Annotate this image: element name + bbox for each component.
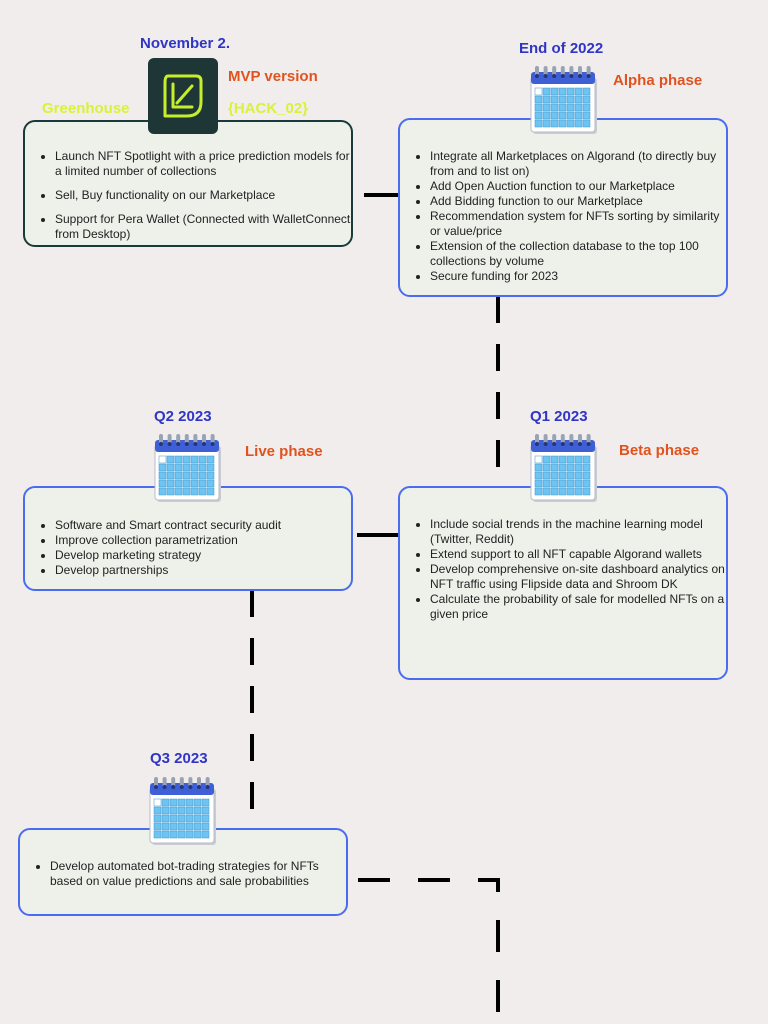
mvp-phase-label: MVP version: [228, 68, 318, 85]
greenhouse-leaf-logo-icon: [148, 58, 218, 134]
list-item: Develop marketing strategy: [55, 548, 351, 563]
q3-calendar-icon: [149, 777, 216, 845]
hack-label: {HACK_02}: [228, 100, 309, 117]
list-item: Support for Pera Wallet (Connected with …: [55, 212, 351, 242]
list-item: Launch NFT Spotlight with a price predic…: [55, 149, 351, 179]
live-date: Q2 2023: [154, 408, 212, 425]
list-item: Secure funding for 2023: [430, 269, 726, 284]
mvp-card: Launch NFT Spotlight with a price predic…: [23, 120, 353, 247]
list-item: Improve collection parametrization: [55, 533, 351, 548]
list-item: Add Bidding function to our Marketplace: [430, 194, 726, 209]
alpha-phase-label: Alpha phase: [613, 72, 703, 89]
list-item: Recommendation system for NFTs sorting b…: [430, 209, 726, 239]
alpha-calendar-icon: [530, 66, 597, 134]
beta-phase-label: Beta phase: [619, 442, 700, 459]
list-item: Extension of the collection database to …: [430, 239, 726, 269]
list-item: Develop automated bot-trading strategies…: [50, 859, 346, 889]
beta-item-list: Include social trends in the machine lea…: [400, 488, 726, 622]
q3-item-list: Develop automated bot-trading strategies…: [20, 830, 346, 889]
live-calendar-icon: [154, 434, 221, 502]
live-card: Software and Smart contract security aud…: [23, 486, 353, 591]
alpha-item-list: Integrate all Marketplaces on Algorand (…: [400, 120, 726, 284]
greenhouse-label: Greenhouse: [42, 100, 130, 117]
list-item: Sell, Buy functionality on our Marketpla…: [55, 188, 351, 203]
list-item: Integrate all Marketplaces on Algorand (…: [430, 149, 726, 179]
live-item-list: Software and Smart contract security aud…: [25, 488, 351, 578]
live-phase-label: Live phase: [245, 443, 323, 460]
list-item: Develop partnerships: [55, 563, 351, 578]
connector-q3-future: [358, 878, 500, 1024]
mvp-date: November 2.: [140, 35, 231, 52]
list-item: Software and Smart contract security aud…: [55, 518, 351, 533]
alpha-card: Integrate all Marketplaces on Algorand (…: [398, 118, 728, 297]
list-item: Calculate the probability of sale for mo…: [430, 592, 726, 622]
list-item: Extend support to all NFT capable Algora…: [430, 547, 726, 562]
list-item: Develop comprehensive on-site dashboard …: [430, 562, 726, 592]
mvp-item-list: Launch NFT Spotlight with a price predic…: [25, 122, 351, 242]
list-item: Add Open Auction function to our Marketp…: [430, 179, 726, 194]
q3-date: Q3 2023: [150, 750, 208, 767]
beta-date: Q1 2023: [530, 408, 588, 425]
alpha-date: End of 2022: [519, 40, 604, 57]
beta-card: Include social trends in the machine lea…: [398, 486, 728, 680]
beta-calendar-icon: [530, 434, 597, 502]
list-item: Include social trends in the machine lea…: [430, 517, 726, 547]
